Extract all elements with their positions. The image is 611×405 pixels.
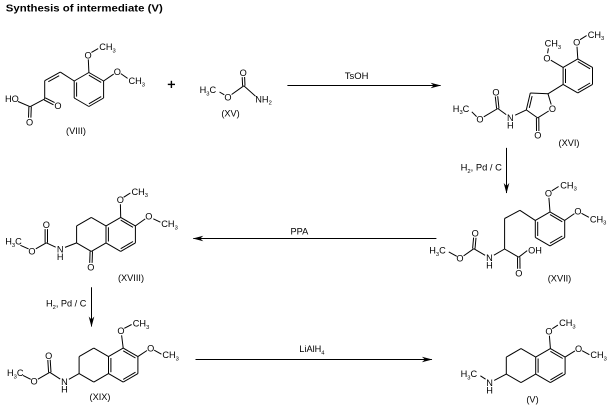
svg-text:H3C: H3C (7, 368, 24, 380)
svg-text:N: N (486, 378, 493, 388)
svg-text:H: H (486, 261, 493, 271)
svg-text:O: O (476, 114, 483, 124)
svg-text:CH3: CH3 (545, 39, 562, 51)
svg-text:O: O (117, 195, 124, 205)
svg-text:O: O (240, 68, 247, 78)
svg-text:O: O (456, 254, 463, 264)
svg-text:(XVII): (XVII) (548, 274, 571, 284)
svg-text:H3C: H3C (200, 85, 217, 97)
svg-text:O: O (147, 343, 154, 353)
svg-text:CH3: CH3 (129, 76, 146, 88)
svg-text:CH3: CH3 (133, 319, 150, 331)
svg-text:CH3: CH3 (161, 219, 178, 231)
svg-text:O: O (574, 206, 581, 216)
svg-text:O: O (575, 344, 582, 354)
svg-text:TsOH: TsOH (345, 71, 369, 81)
svg-text:N: N (61, 377, 68, 387)
svg-text:(XIX): (XIX) (90, 392, 111, 402)
svg-text:H3C: H3C (5, 237, 22, 249)
svg-text:CH3: CH3 (590, 350, 607, 362)
svg-text:N: N (507, 113, 514, 123)
svg-text:(XVI): (XVI) (559, 138, 580, 148)
svg-text:H: H (507, 120, 514, 130)
svg-text:O: O (543, 53, 550, 63)
svg-text:NH2: NH2 (255, 94, 272, 106)
svg-text:H3C: H3C (461, 369, 478, 381)
svg-text:H: H (57, 252, 64, 262)
svg-text:O: O (87, 263, 94, 273)
svg-text:OH: OH (528, 246, 542, 256)
svg-text:O: O (515, 269, 522, 279)
svg-text:H3C: H3C (453, 104, 470, 116)
svg-text:O: O (545, 327, 552, 337)
svg-text:CH3: CH3 (162, 350, 179, 362)
svg-text:PPA: PPA (291, 227, 310, 237)
svg-text:O: O (224, 92, 231, 102)
svg-text:N: N (486, 253, 493, 263)
svg-text:O: O (545, 189, 552, 199)
svg-text:(XV): (XV) (221, 108, 239, 118)
svg-text:O: O (145, 212, 152, 222)
svg-text:H2, Pd / C: H2, Pd / C (461, 163, 503, 175)
svg-text:LiAlH4: LiAlH4 (299, 344, 325, 356)
svg-text:O: O (534, 131, 541, 141)
svg-text:HO: HO (5, 94, 19, 104)
svg-text:H: H (486, 386, 493, 396)
svg-text:N: N (57, 245, 64, 255)
svg-text:CH3: CH3 (99, 42, 116, 54)
svg-text:H2, Pd / C: H2, Pd / C (46, 299, 87, 311)
svg-text:O: O (26, 117, 33, 127)
svg-text:Synthesis of intermediate (V): Synthesis of intermediate (V) (6, 3, 163, 15)
svg-text:(V): (V) (526, 395, 538, 405)
svg-text:O: O (573, 38, 580, 48)
svg-text:O: O (45, 351, 52, 361)
svg-text:CH3: CH3 (132, 187, 149, 199)
svg-text:O: O (54, 101, 61, 111)
svg-text:O: O (85, 50, 92, 60)
svg-text:O: O (43, 220, 50, 230)
svg-text:O: O (31, 377, 38, 387)
svg-text:O: O (492, 87, 499, 97)
svg-text:O: O (117, 326, 124, 336)
svg-text:CH3: CH3 (588, 30, 605, 42)
svg-text:(XVIII): (XVIII) (118, 273, 144, 283)
svg-text:O: O (472, 229, 479, 239)
svg-text:(VIII): (VIII) (66, 126, 86, 136)
svg-text:CH3: CH3 (560, 180, 577, 192)
svg-text:CH3: CH3 (559, 318, 576, 330)
svg-text:O: O (549, 104, 556, 114)
svg-text:CH3: CH3 (590, 214, 607, 226)
svg-text:O: O (114, 67, 121, 77)
svg-text:H3C: H3C (429, 246, 446, 258)
svg-text:H: H (61, 385, 68, 395)
svg-text:O: O (28, 246, 35, 256)
